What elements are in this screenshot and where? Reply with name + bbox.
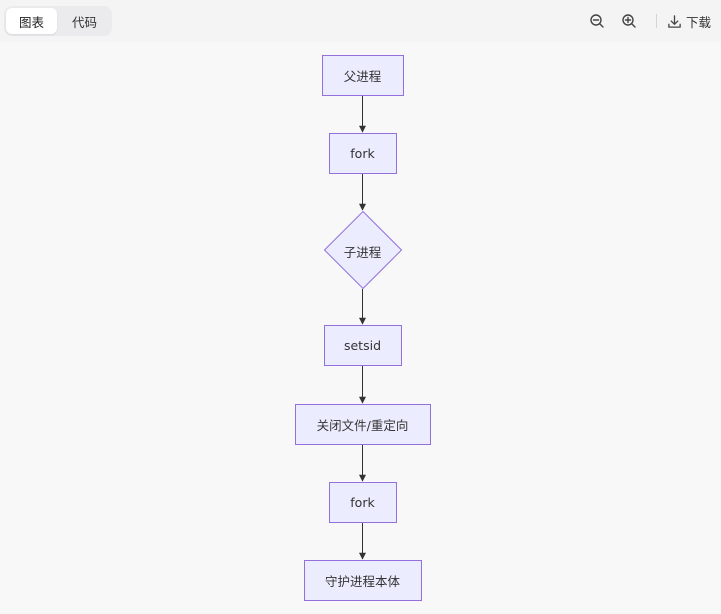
download-label: 下载 [685,14,711,30]
flowchart-node-label: 关闭文件/重定向 [316,418,409,433]
zoom-in-icon [622,14,636,28]
download-icon [668,14,681,28]
toolbar-actions: 下载 [584,0,721,42]
diagram-canvas: 父进程 fork 子进程 setsid 关闭文件/重定向 fork 守护进程本体 [0,42,721,614]
flowchart-node-g: 守护进程本体 [303,560,422,601]
flowchart-edges [359,96,366,560]
tab-code[interactable]: 代码 [72,14,98,30]
flowchart-node-e: 关闭文件/重定向 [294,404,431,445]
flowchart-node-f: fork [328,482,397,523]
zoom-out-icon [590,14,604,28]
view-tabs: 图表 代码 [4,6,113,36]
flowchart-node-label: setsid [343,338,382,353]
toolbar-divider [655,14,657,28]
flowchart-node-label: fork [350,495,375,510]
flowchart-node-label: 守护进程本体 [324,574,400,589]
flowchart-diamond-c [323,211,402,289]
flowchart-node-d: setsid [323,325,402,366]
toolbar: 图表 代码 [0,0,721,42]
zoom-in-button[interactable] [616,8,642,34]
flowchart-node-label: 父进程 [343,69,382,84]
flowchart-node-label: fork [350,146,375,161]
zoom-out-button[interactable] [584,8,610,34]
tab-diagram[interactable]: 图表 [6,8,58,34]
download-button[interactable]: 下载 [667,12,721,31]
flowchart-node-label: 子进程 [343,245,382,260]
flowchart-node-b: fork [328,133,397,174]
flowchart-node-a: 父进程 [321,55,404,96]
flowchart-node-shape [323,211,402,289]
